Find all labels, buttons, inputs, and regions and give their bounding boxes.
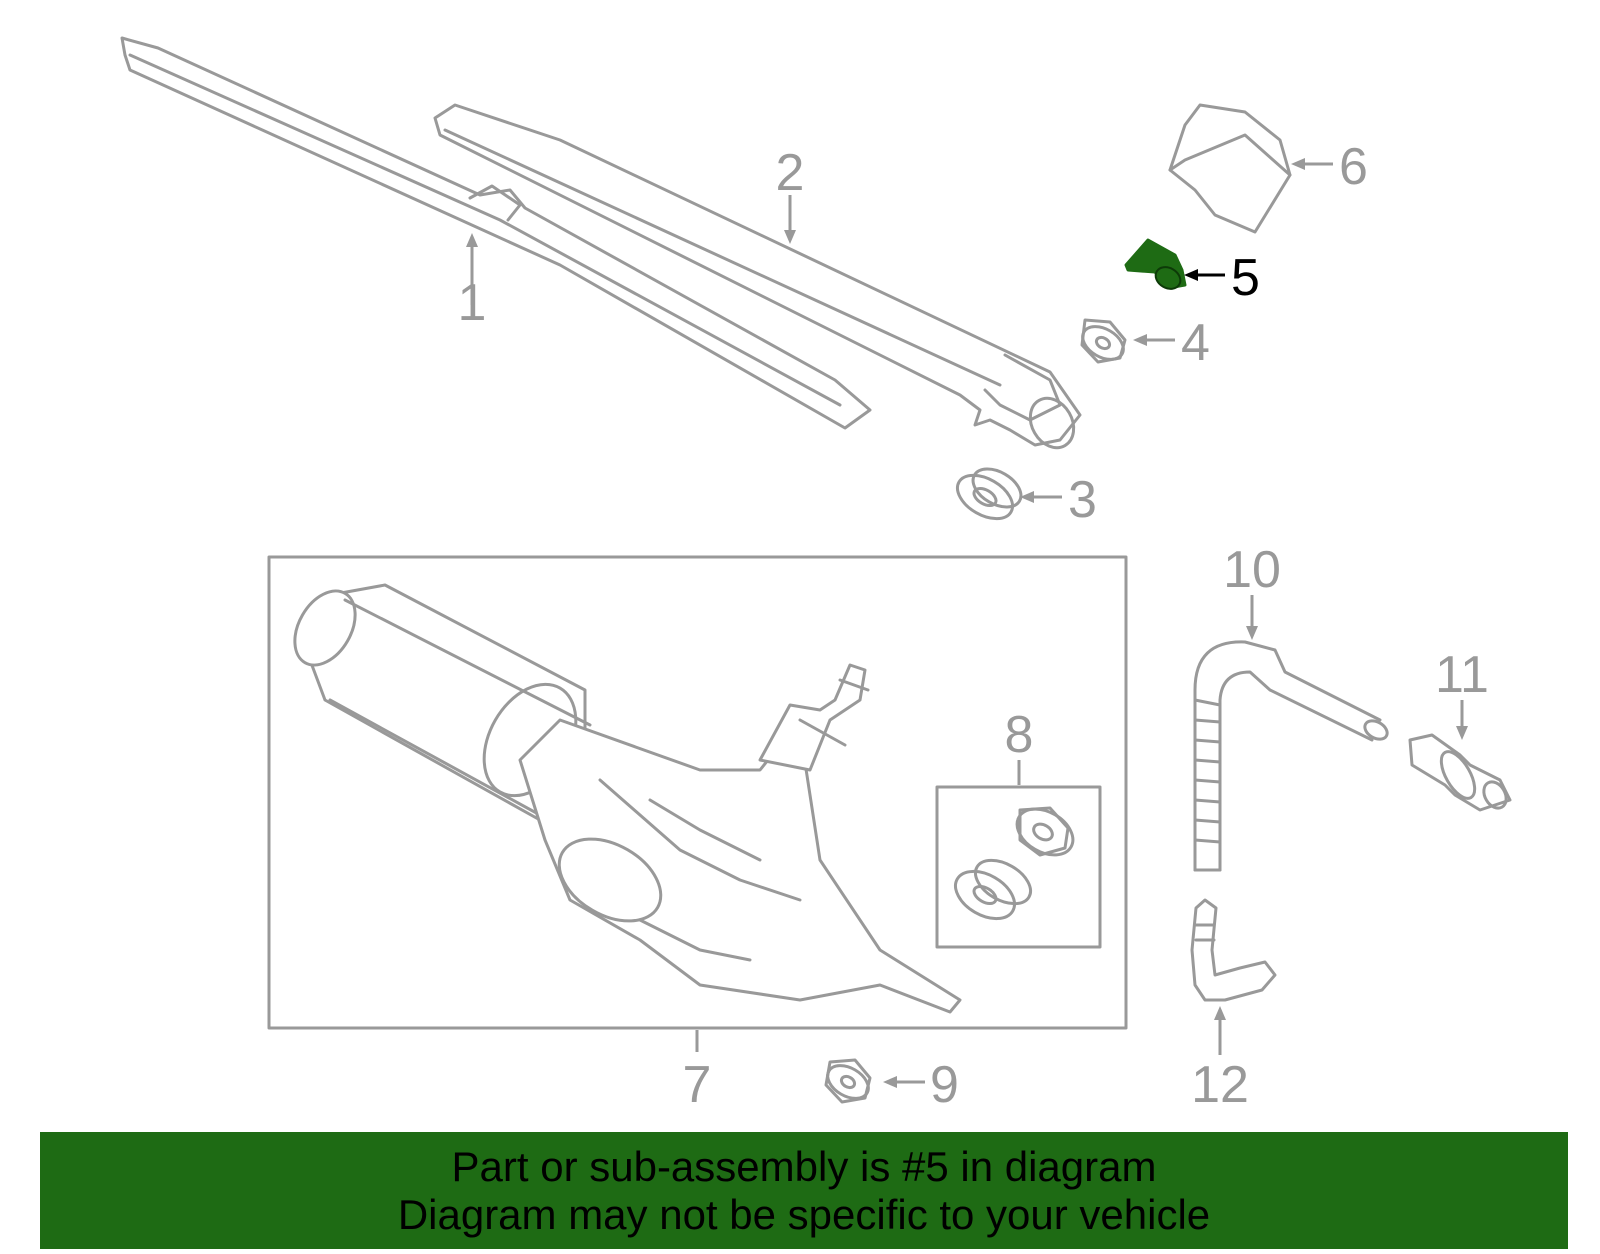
callout-5-highlighted: 5 <box>1184 249 1260 307</box>
callout-7-label: 7 <box>683 1056 712 1114</box>
part-10-washer-hose[interactable] <box>1193 640 1390 872</box>
callout-12: 12 <box>1191 1006 1249 1114</box>
callout-2-label: 2 <box>776 144 805 202</box>
callout-3: 3 <box>1020 471 1097 529</box>
callout-2: 2 <box>776 144 805 244</box>
part-9-nut[interactable] <box>822 1058 874 1105</box>
callout-8: 8 <box>1005 706 1034 785</box>
part-5-cap-highlighted[interactable] <box>1124 238 1187 293</box>
callout-10: 10 <box>1223 541 1281 640</box>
part-4-nut[interactable] <box>1077 318 1129 366</box>
part-8-grommet-kit-box[interactable] <box>935 785 1102 949</box>
part-2-wiper-arm[interactable] <box>433 103 1082 456</box>
part-3-grommet[interactable] <box>950 461 1027 527</box>
part-6-cover[interactable] <box>1168 103 1292 234</box>
part-12-elbow-hose[interactable] <box>1190 898 1277 1002</box>
callout-8-label: 8 <box>1005 706 1034 764</box>
callout-3-label: 3 <box>1068 471 1097 529</box>
callout-9: 9 <box>883 1056 959 1114</box>
info-banner: Part or sub-assembly is #5 in diagram Di… <box>40 1132 1568 1249</box>
callout-4: 4 <box>1133 314 1210 372</box>
banner-line-2: Diagram may not be specific to your vehi… <box>397 1190 1211 1238</box>
part-11-connector[interactable] <box>1408 733 1512 812</box>
part-1-wiper-blade[interactable] <box>120 36 872 430</box>
callout-5-label: 5 <box>1231 249 1260 307</box>
callout-1-label: 1 <box>458 274 487 332</box>
callout-6: 6 <box>1291 138 1368 196</box>
callout-7: 7 <box>683 1030 712 1114</box>
callout-12-label: 12 <box>1191 1056 1249 1114</box>
callout-9-label: 9 <box>930 1056 959 1114</box>
callout-11-label: 11 <box>1435 646 1489 704</box>
callout-10-label: 10 <box>1223 541 1281 599</box>
callout-4-label: 4 <box>1181 314 1210 372</box>
callout-6-label: 6 <box>1339 138 1368 196</box>
callout-1: 1 <box>458 233 487 332</box>
banner-line-1: Part or sub-assembly is #5 in diagram <box>451 1142 1157 1190</box>
part-7-wiper-motor-box[interactable] <box>267 555 1128 1030</box>
callout-11: 11 <box>1435 646 1489 740</box>
